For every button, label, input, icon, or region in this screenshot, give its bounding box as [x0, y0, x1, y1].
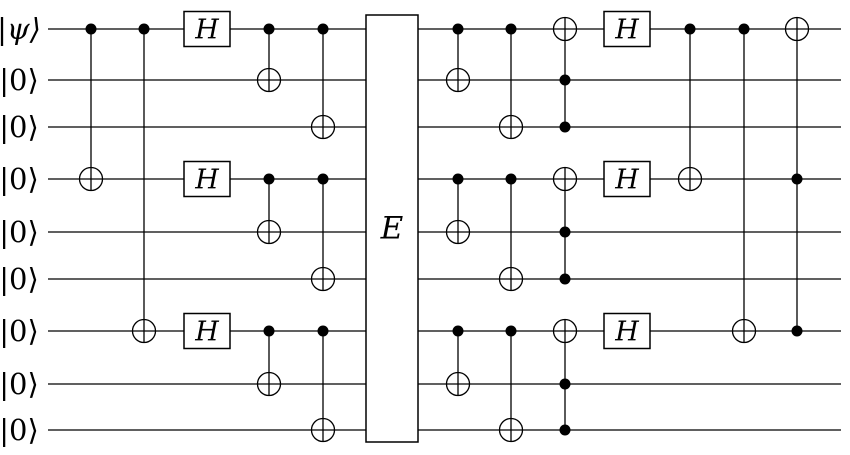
cnot-target-icon-qubit-0 — [784, 16, 810, 42]
hadamard-gate-label: H — [194, 165, 219, 196]
control-dot-qubit-0 — [738, 23, 750, 35]
control-dot-qubit-0 — [505, 23, 517, 35]
control-dot-qubit-6 — [791, 325, 803, 337]
control-dot-qubit-2 — [559, 121, 571, 133]
hadamard-gate-box — [183, 160, 231, 198]
control-dot-qubit-0 — [452, 23, 464, 35]
control-dot-qubit-0 — [138, 23, 150, 35]
control-dot-qubit-0 — [85, 23, 97, 35]
hadamard-gate-label: H — [194, 317, 219, 348]
wire-label-qubit-0: |ψ⟩ — [0, 12, 41, 46]
cnot-target-icon-qubit-8 — [310, 417, 336, 443]
hadamard-gate-box — [603, 10, 651, 48]
cnot-target-icon-qubit-2 — [310, 114, 336, 140]
control-dot-qubit-3 — [317, 173, 329, 185]
hadamard-gate-box — [603, 160, 651, 198]
hadamard-gate-label: H — [614, 165, 639, 196]
control-dot-qubit-4 — [559, 226, 571, 238]
cnot-target-icon-qubit-7 — [256, 371, 282, 397]
control-dot-qubit-7 — [559, 378, 571, 390]
control-dot-qubit-6 — [317, 325, 329, 337]
hadamard-gate-box — [603, 312, 651, 350]
control-dot-qubit-1 — [559, 74, 571, 86]
cnot-target-icon-qubit-0 — [552, 16, 578, 42]
cnot-target-icon-qubit-6 — [731, 318, 757, 344]
control-dot-qubit-0 — [684, 23, 696, 35]
wire-label-qubit-7: |0⟩ — [0, 367, 39, 401]
control-dot-qubit-0 — [317, 23, 329, 35]
control-dot-qubit-6 — [452, 325, 464, 337]
cnot-target-icon-qubit-3 — [552, 166, 578, 192]
cnot-target-icon-qubit-3 — [78, 166, 104, 192]
cnot-target-icon-qubit-8 — [498, 417, 524, 443]
cnot-target-icon-qubit-7 — [445, 371, 471, 397]
hadamard-gate-box — [183, 312, 231, 350]
wire-label-qubit-3: |0⟩ — [0, 162, 39, 196]
cnot-target-icon-qubit-2 — [498, 114, 524, 140]
hadamard-gate-label: H — [194, 15, 219, 46]
wire-label-qubit-8: |0⟩ — [0, 413, 39, 447]
control-dot-qubit-5 — [559, 273, 571, 285]
wire-label-qubit-5: |0⟩ — [0, 262, 39, 296]
cnot-target-icon-qubit-1 — [256, 67, 282, 93]
control-dot-qubit-6 — [505, 325, 517, 337]
cnot-target-icon-qubit-1 — [445, 67, 471, 93]
error-channel-box — [365, 14, 419, 443]
cnot-target-icon-qubit-6 — [131, 318, 157, 344]
cnot-target-icon-qubit-4 — [445, 219, 471, 245]
control-dot-qubit-3 — [452, 173, 464, 185]
wire-label-qubit-2: |0⟩ — [0, 110, 39, 144]
hadamard-gate-box — [183, 10, 231, 48]
error-channel-label: E — [380, 211, 404, 247]
wire-label-qubit-6: |0⟩ — [0, 314, 39, 348]
control-dot-qubit-8 — [559, 424, 571, 436]
hadamard-gate-label: H — [614, 15, 639, 46]
control-dot-qubit-3 — [263, 173, 275, 185]
cnot-target-icon-qubit-3 — [677, 166, 703, 192]
control-dot-qubit-3 — [505, 173, 517, 185]
cnot-target-icon-qubit-4 — [256, 219, 282, 245]
cnot-target-icon-qubit-6 — [552, 318, 578, 344]
wire-label-qubit-1: |0⟩ — [0, 63, 39, 97]
cnot-target-icon-qubit-5 — [498, 266, 524, 292]
control-dot-qubit-3 — [791, 173, 803, 185]
control-dot-qubit-6 — [263, 325, 275, 337]
hadamard-gate-label: H — [614, 317, 639, 348]
control-dot-qubit-0 — [263, 23, 275, 35]
wire-label-qubit-4: |0⟩ — [0, 215, 39, 249]
cnot-target-icon-qubit-5 — [310, 266, 336, 292]
